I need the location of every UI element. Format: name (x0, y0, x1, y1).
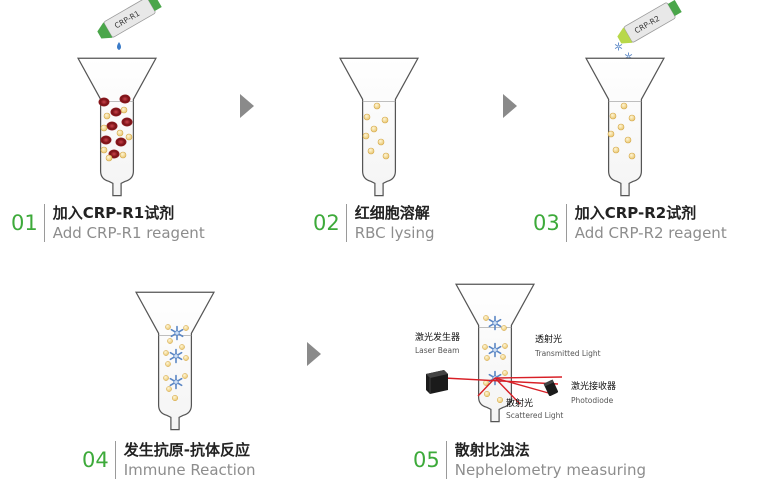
laser-generator-icon (426, 370, 448, 394)
test-tube-3 (585, 57, 665, 197)
detector-label-zh: 激光接收器 (571, 380, 616, 392)
step-title-en: Nephelometry measuring (454, 461, 647, 479)
step-number: 04 (82, 447, 109, 472)
step-caption-4: 04 发生抗原-抗体反应 Immune Reaction (82, 440, 256, 480)
step-number: 02 (313, 210, 340, 235)
divider (445, 441, 447, 479)
flow-arrow-1-2 (240, 94, 254, 118)
step-caption-1: 01 加入CRP-R1试剂 Add CRP-R1 reagent (11, 203, 205, 243)
step-title-zh: 红细胞溶解 (354, 204, 430, 222)
step-title-zh: 加入CRP-R1试剂 (52, 204, 175, 222)
step-number: 05 (413, 447, 440, 472)
transmit-label-en: Transmitted Light (534, 349, 601, 358)
divider (43, 204, 45, 242)
flow-arrow-2-3 (503, 94, 517, 118)
step1-illustration: CRP-R1 (77, 0, 162, 197)
step-title-en: RBC lysing (354, 224, 435, 242)
antigen-antibody-complexes (163, 324, 189, 402)
test-tube-2 (339, 57, 419, 197)
red-blood-cells (98, 94, 133, 159)
latex-beads-3 (607, 102, 636, 160)
step-caption-3: 03 加入CRP-R2试剂 Add CRP-R2 reagent (533, 203, 727, 243)
step-title-en: Immune Reaction (123, 461, 256, 479)
reagent-vial-r2: CRP-R2 (617, 0, 682, 44)
step-title-zh: 发生抗原-抗体反应 (123, 441, 250, 459)
step-caption-5: 05 散射比浊法 Nephelometry measuring (413, 440, 646, 480)
scatter-label-zh: 散射光 (506, 397, 533, 409)
step-title-en: Add CRP-R2 reagent (574, 224, 727, 242)
latex-beads-2 (362, 102, 390, 160)
step4-illustration (135, 291, 215, 431)
detector-label-en: Photodiode (571, 396, 614, 405)
step5-illustration: 激光发生器 Laser Beam 透射光 Transmitted Light 激… (415, 283, 616, 423)
divider (565, 204, 567, 242)
step-title-en: Add CRP-R1 reagent (52, 224, 205, 242)
complexes-5 (482, 315, 508, 404)
divider (114, 441, 116, 479)
scatter-label-en: Scattered Light (506, 411, 563, 420)
laser-label-en: Laser Beam (415, 346, 459, 355)
reagent-vial-r1: CRP-R1 (97, 0, 162, 39)
step-title-zh: 加入CRP-R2试剂 (574, 204, 697, 222)
laser-beams (443, 376, 563, 405)
step-number: 03 (533, 210, 560, 235)
photodiode-icon (543, 379, 558, 396)
flow-arrow-4-5 (307, 342, 321, 366)
laser-label-zh: 激光发生器 (415, 331, 460, 343)
test-tube-4 (135, 291, 215, 431)
step3-illustration: CRP-R2 (585, 0, 682, 197)
latex-beads-1 (100, 106, 133, 162)
step-number: 01 (11, 210, 38, 235)
step-caption-2: 02 红细胞溶解 RBC lysing (313, 203, 434, 243)
divider (345, 204, 347, 242)
transmit-label-zh: 透射光 (535, 333, 562, 345)
step2-illustration (339, 57, 419, 197)
step-title-zh: 散射比浊法 (454, 441, 530, 459)
